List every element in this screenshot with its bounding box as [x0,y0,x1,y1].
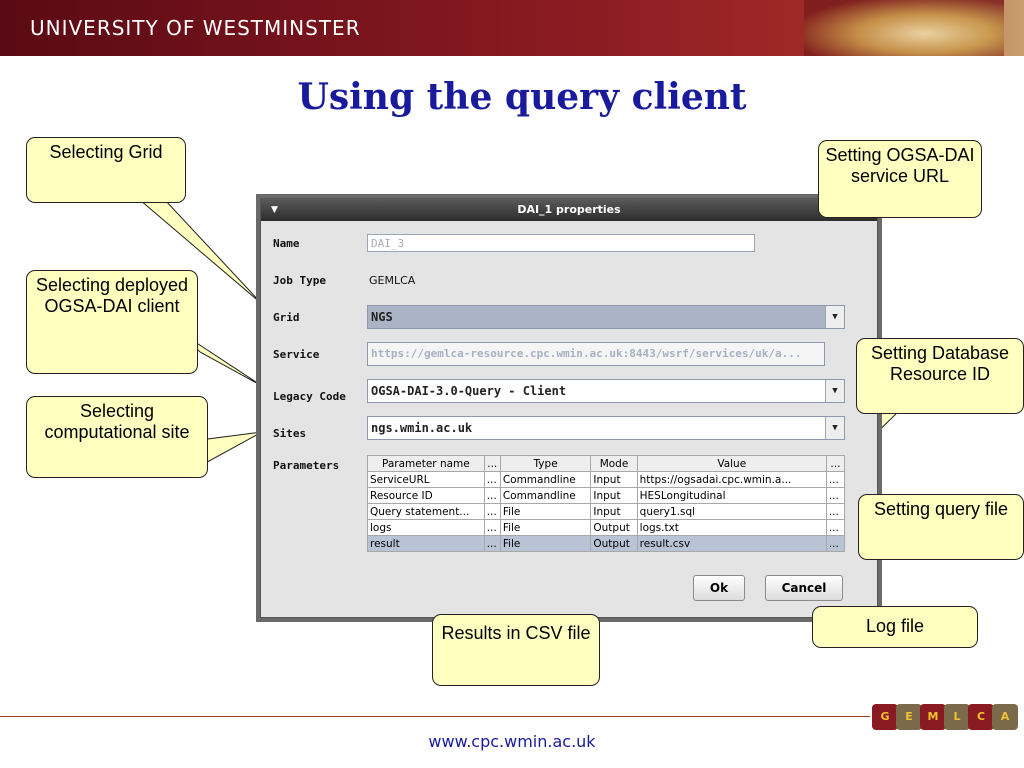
parameters-table: Parameter name ... Type Mode Value ... S… [367,455,846,552]
callout-setting-query-file: Setting query file [858,494,1024,560]
grid-label: Grid [273,311,300,324]
chevron-down-icon[interactable]: ▼ [825,306,844,328]
param-name-cell[interactable]: ServiceURL [367,471,485,488]
grid-select-value: NGS [371,310,393,324]
param-browse-cell[interactable]: ... [483,503,501,520]
grid-select[interactable]: NGS ▼ [367,305,845,329]
dialog-title: DAI_1 properties [517,203,621,216]
param-name-cell[interactable]: logs [367,519,485,536]
service-label: Service [273,348,320,361]
param-browse-cell[interactable]: ... [483,471,501,488]
gemlca-logo: G E M L C A [872,686,1022,746]
parameters-label: Parameters [273,459,340,472]
param-value-cell[interactable]: result.csv [636,535,827,552]
jobtype-label: Job Type [273,274,326,287]
callout-selecting-deployed-client: Selecting deployed OGSA-DAI client [26,270,198,374]
legacy-code-select[interactable]: OGSA-DAI-3.0-Query - Client ▼ [367,379,845,403]
param-mode-cell[interactable]: Input [590,471,638,488]
chevron-down-icon[interactable]: ▼ [825,417,844,439]
callout-selecting-site: Selecting computational site [26,396,208,478]
legacy-code-select-value: OGSA-DAI-3.0-Query - Client [371,384,567,398]
logo-piece: L [944,704,970,730]
institution-name: UNIVERSITY OF WESTMINSTER [30,16,361,40]
dialog-titlebar[interactable]: ▼ DAI_1 properties ▲ [261,199,877,221]
param-mode-cell[interactable]: Input [590,503,638,520]
param-browse-cell[interactable]: ... [483,519,501,536]
column-header[interactable]: ... [825,455,846,472]
param-browse-cell[interactable]: ... [483,535,501,552]
param-name-cell[interactable]: Query statement... [367,503,485,520]
callout-results-csv: Results in CSV file [432,614,600,686]
chevron-down-icon[interactable]: ▼ [825,380,844,402]
param-value-browse-cell[interactable]: ... [825,471,846,488]
column-header[interactable]: Parameter name [367,455,485,472]
param-type-cell[interactable]: File [499,519,592,536]
param-value-browse-cell[interactable]: ... [825,535,846,552]
param-type-cell[interactable]: File [499,503,592,520]
logo-piece: M [920,704,946,730]
callout-log-file: Log file [812,606,978,648]
param-mode-cell[interactable]: Output [590,519,638,536]
logo-piece: C [968,704,994,730]
column-header[interactable]: Type [499,455,592,472]
table-row[interactable]: ServiceURL ... Commandline Input https:/… [367,471,846,488]
param-value-cell[interactable]: HESLongitudinal [636,487,827,504]
callout-selecting-grid: Selecting Grid [26,137,186,203]
header-banner: UNIVERSITY OF WESTMINSTER [0,0,1024,56]
legacy-code-label: Legacy Code [273,390,346,403]
name-label: Name [273,237,300,250]
param-name-cell[interactable]: result [367,535,485,552]
service-field[interactable]: https://gemlca-resource.cpc.wmin.ac.uk:8… [367,342,825,366]
logo-piece: A [992,704,1018,730]
param-mode-cell[interactable]: Output [590,535,638,552]
callout-setting-service-url: Setting OGSA-DAI service URL [818,140,982,218]
properties-dialog: ▼ DAI_1 properties ▲ Name DAI_3 Job Type… [260,198,878,618]
slide-title: Using the query client [297,76,747,118]
table-row[interactable]: Resource ID ... Commandline Input HESLon… [367,487,846,504]
param-type-cell[interactable]: Commandline [499,471,592,488]
table-row-selected[interactable]: result ... File Output result.csv ... [367,535,846,552]
window-menu-icon[interactable]: ▼ [271,205,278,215]
footer-divider [0,716,870,717]
logo-piece: G [872,704,898,730]
name-field[interactable]: DAI_3 [367,234,755,252]
callout-setting-resource-id: Setting Database Resource ID [856,338,1024,414]
ok-button[interactable]: Ok [693,575,745,601]
param-value-browse-cell[interactable]: ... [825,503,846,520]
param-mode-cell[interactable]: Input [590,487,638,504]
column-header[interactable]: Value [636,455,827,472]
footer-url-link[interactable]: www.cpc.wmin.ac.uk [428,732,596,751]
sites-select-value: ngs.wmin.ac.uk [371,421,473,435]
param-browse-cell[interactable]: ... [483,487,501,504]
table-row[interactable]: Query statement... ... File Input query1… [367,503,846,520]
param-type-cell[interactable]: Commandline [499,487,592,504]
cancel-button[interactable]: Cancel [765,575,843,601]
param-value-cell[interactable]: logs.txt [636,519,827,536]
param-value-cell[interactable]: query1.sql [636,503,827,520]
param-name-cell[interactable]: Resource ID [367,487,485,504]
column-header[interactable]: Mode [590,455,638,472]
table-row[interactable]: logs ... File Output logs.txt ... [367,519,846,536]
logo-piece: E [896,704,922,730]
sites-label: Sites [273,427,307,440]
param-value-browse-cell[interactable]: ... [825,519,846,536]
header-crest-image [804,0,1004,56]
column-header[interactable]: ... [483,455,501,472]
param-value-browse-cell[interactable]: ... [825,487,846,504]
jobtype-value: GEMLCA [369,274,416,287]
param-type-cell[interactable]: File [499,535,592,552]
table-header-row: Parameter name ... Type Mode Value ... [367,455,846,472]
param-value-cell[interactable]: https://ogsadai.cpc.wmin.a... [636,471,827,488]
sites-select[interactable]: ngs.wmin.ac.uk ▼ [367,416,845,440]
